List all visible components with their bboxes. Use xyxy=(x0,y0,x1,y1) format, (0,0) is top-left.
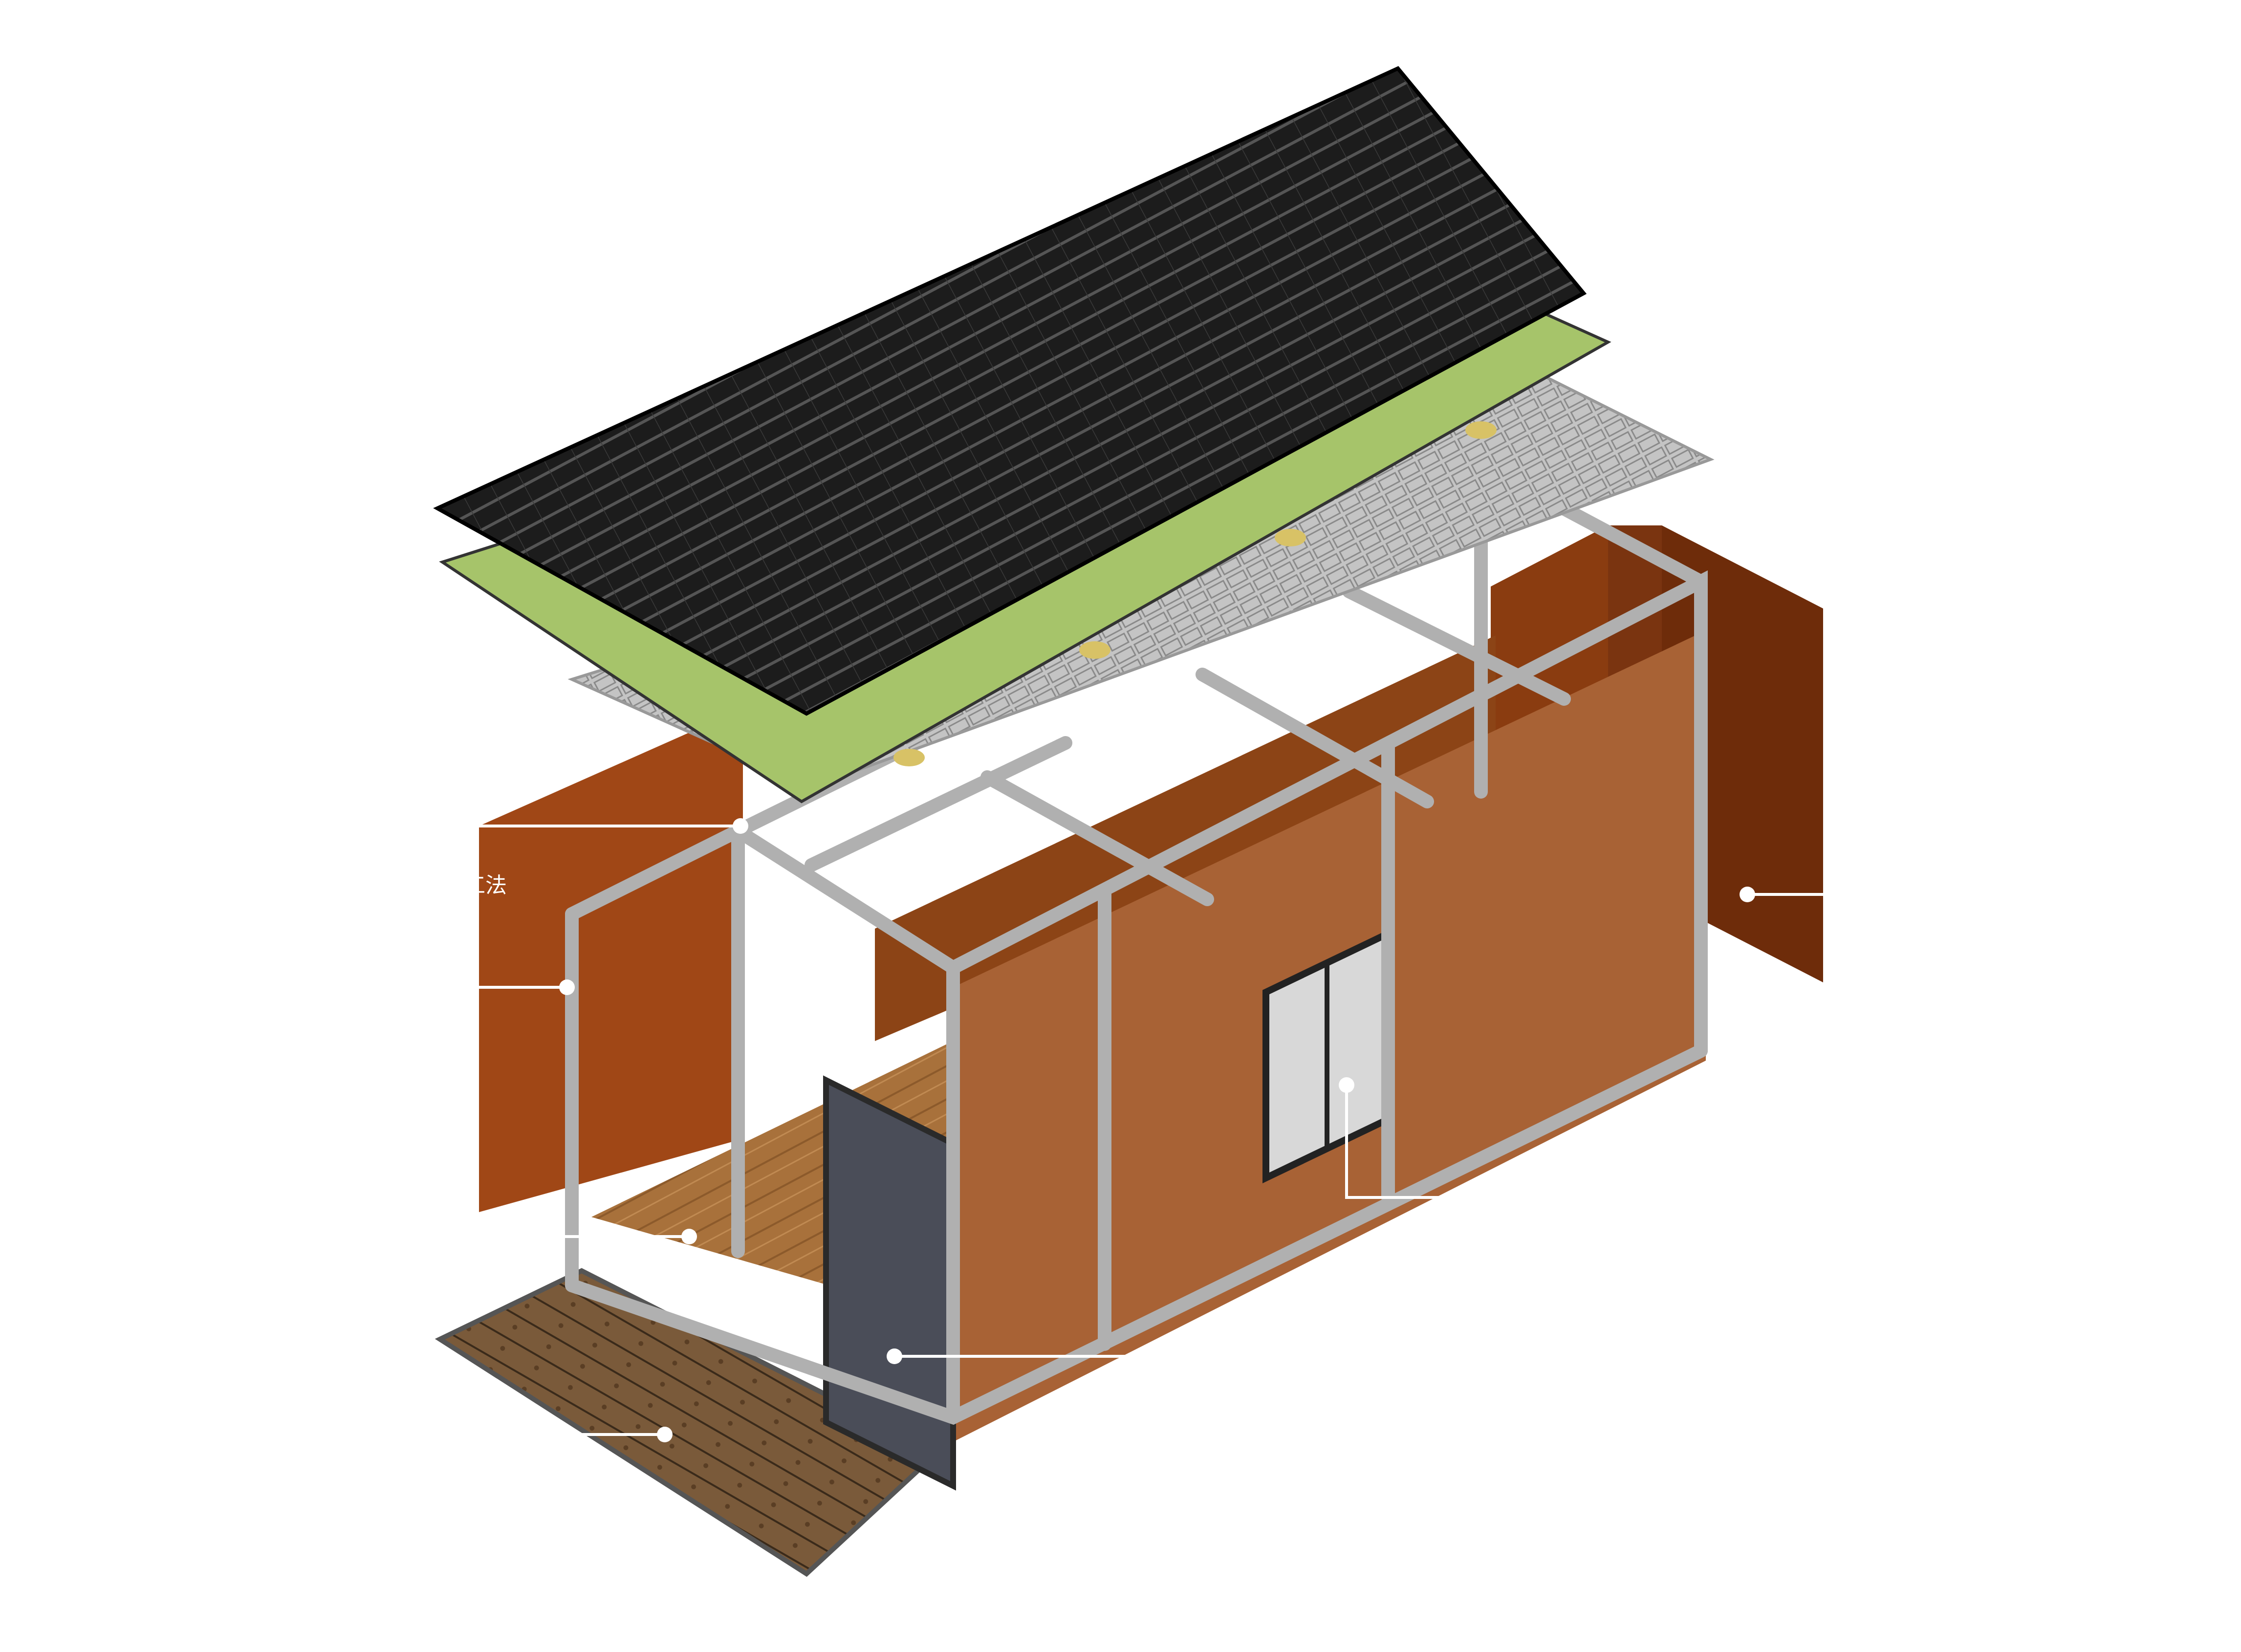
roof-shingle-panel xyxy=(433,66,1587,716)
left-wall-panel xyxy=(479,709,743,1212)
roof-vent-3 xyxy=(1275,529,1306,546)
door-panel xyxy=(823,1075,956,1491)
roof-vent-4 xyxy=(1465,421,1497,439)
roof-vent-1 xyxy=(893,749,925,766)
roof-vent-2 xyxy=(1079,641,1110,659)
back-wall-panel xyxy=(875,635,1496,1041)
leader-lines xyxy=(462,825,1833,1436)
frame-method-label: 法工法 xyxy=(442,873,507,898)
left-wall-label-2: 十 xyxy=(450,1012,471,1037)
leader-dots xyxy=(559,818,1755,1442)
left-wall-label-1: 十 xyxy=(450,978,471,1003)
